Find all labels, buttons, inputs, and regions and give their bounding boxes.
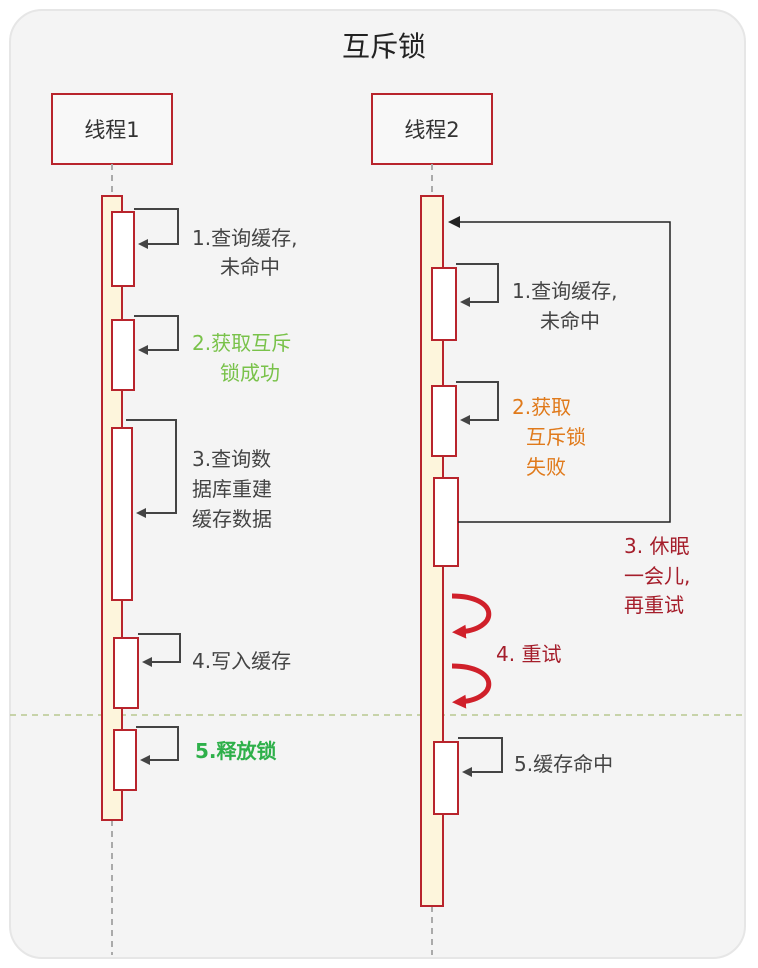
thread1-step3-label: 3.查询数 据库重建 缓存数据 <box>192 447 278 531</box>
thread1-step3-arrow <box>126 419 177 518</box>
thread1-step2-activation <box>111 319 135 391</box>
thread1-header-box <box>51 93 173 165</box>
background-panel <box>9 9 746 959</box>
thread2-step3-activation <box>433 477 459 567</box>
thread2-step5-arrow <box>458 737 503 777</box>
thread1-step5-label: 5.释放锁 <box>195 739 277 763</box>
thread1-step1-arrow <box>134 208 179 249</box>
thread1-step4-arrow <box>138 633 181 667</box>
thread1-step5-activation <box>113 729 137 791</box>
thread2-step1-activation <box>431 267 457 341</box>
thread1-step2-arrow <box>134 315 179 355</box>
thread2-step3-label: 3. 休眠 一会儿, 再重试 <box>624 534 697 617</box>
thread2-retry-arrow-1 <box>451 593 492 639</box>
thread2-sleep-retry-loop-arrow <box>448 216 671 523</box>
thread1-step5-arrow <box>136 726 179 765</box>
thread1-step4-label: 4.写入缓存 <box>192 649 291 673</box>
thread1-step2-label: 2.获取互斥 锁成功 <box>192 331 297 385</box>
thread2-name: 线程2 <box>404 118 459 142</box>
thread1-step1-label: 1.查询缓存, 未命中 <box>192 226 304 279</box>
thread1-step1-activation <box>111 211 135 287</box>
thread2-step1-label: 1.查询缓存, 未命中 <box>512 279 624 333</box>
thread2-header-box <box>371 93 493 165</box>
thread2-step4-label: 4. 重试 <box>496 642 561 666</box>
thread1-name: 线程1 <box>84 118 139 142</box>
thread2-step5-activation <box>433 741 459 815</box>
thread2-step2-activation <box>431 385 457 457</box>
thread1-step4-activation <box>113 637 139 709</box>
thread2-step2-arrow <box>456 381 499 425</box>
thread2-step1-arrow <box>456 263 499 307</box>
thread2-step5-label: 5.缓存命中 <box>514 752 613 776</box>
thread1-step3-activation <box>111 427 133 601</box>
thread2-retry-arrow-2 <box>451 663 492 709</box>
thread2-step2-label: 2.获取 互斥锁 失败 <box>512 395 592 479</box>
page-title: 互斥锁 <box>342 30 426 63</box>
